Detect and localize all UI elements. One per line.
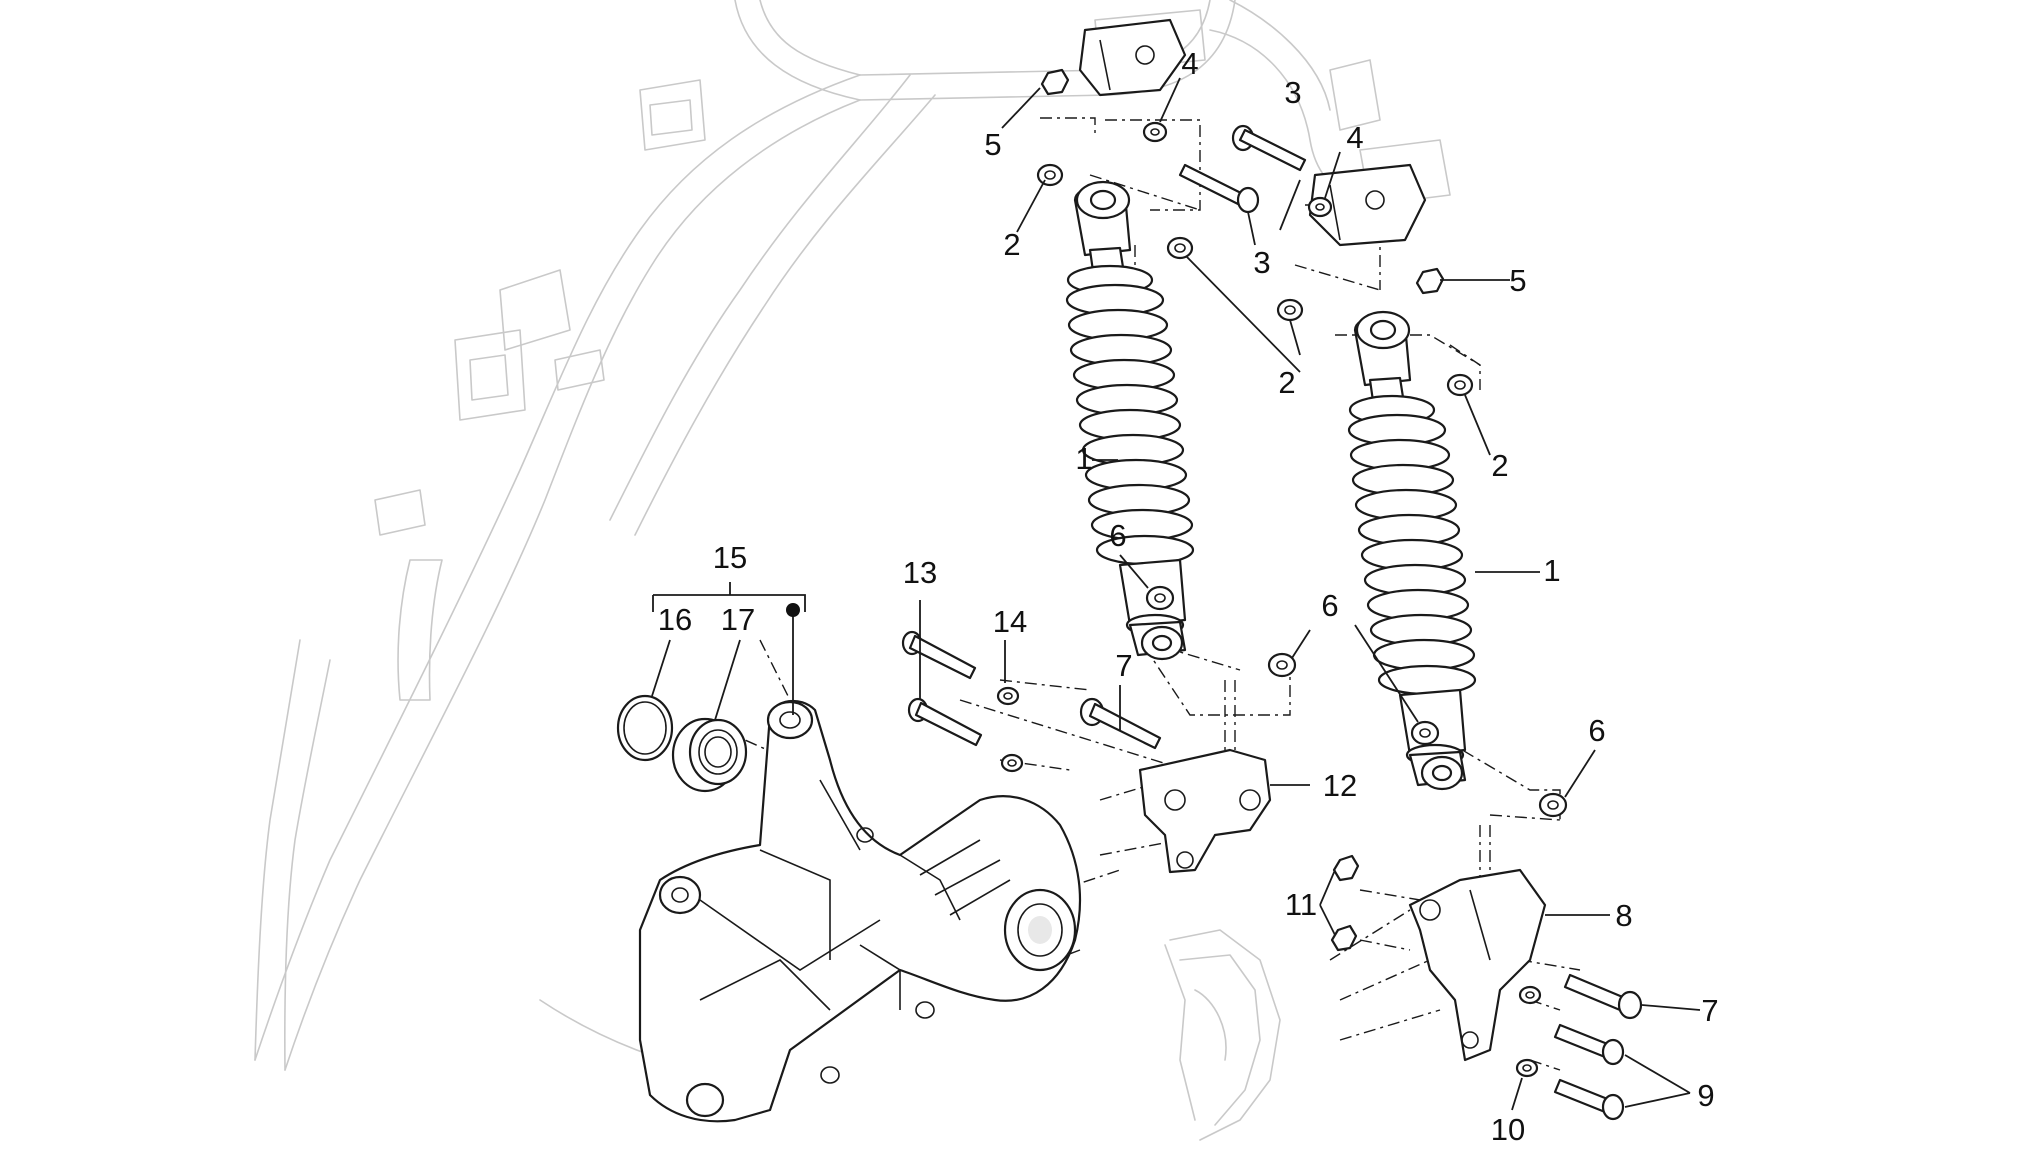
bolt-13-b bbox=[907, 697, 983, 747]
bolt-9-a bbox=[1553, 1023, 1625, 1066]
callout-5-top: 5 bbox=[984, 127, 1001, 162]
hardware bbox=[901, 68, 1643, 1121]
bolt-7-a bbox=[1079, 697, 1162, 750]
callout-14: 14 bbox=[993, 604, 1027, 639]
bushing-2-a bbox=[1036, 163, 1064, 187]
washer-14-a bbox=[996, 686, 1020, 706]
callout-1-left: 1 bbox=[1075, 441, 1092, 476]
callout-2-b: 2 bbox=[1278, 365, 1295, 400]
bushing-2-c bbox=[1276, 298, 1304, 322]
callout-labels: 1 1 2 2 2 2 3 3 4 4 5 5 6 6 6 6 7 7 8 9 … bbox=[658, 46, 1719, 1147]
washer-10-a bbox=[1518, 985, 1542, 1005]
bushing-6-b bbox=[1267, 652, 1297, 678]
bolt-3-a bbox=[1178, 163, 1260, 214]
callout-11: 11 bbox=[1285, 887, 1317, 922]
callout-9: 9 bbox=[1697, 1078, 1714, 1113]
bushing-6-c bbox=[1410, 720, 1440, 746]
washer-4-b bbox=[1307, 196, 1333, 218]
washer-4-a bbox=[1142, 121, 1168, 143]
shock-absorber-left bbox=[1065, 180, 1195, 661]
circlip-16 bbox=[616, 694, 674, 762]
bolt-13-a bbox=[901, 630, 977, 680]
bolt-7-b bbox=[1563, 973, 1643, 1020]
callout-5-right: 5 bbox=[1509, 263, 1526, 298]
swing-arm-bracket-15 bbox=[638, 699, 1082, 1123]
bushing-2-b bbox=[1166, 236, 1194, 260]
spring-coils-left bbox=[1065, 283, 1195, 566]
callout-8: 8 bbox=[1615, 898, 1632, 933]
callout-2-d: 2 bbox=[1491, 448, 1508, 483]
shock-absorber-right bbox=[1347, 310, 1477, 791]
callout-17: 17 bbox=[721, 602, 755, 637]
bearing-17 bbox=[671, 717, 748, 793]
bolt-9-b bbox=[1553, 1078, 1625, 1121]
callout-16: 16 bbox=[658, 602, 692, 637]
bracket-8 bbox=[1408, 868, 1547, 1062]
spring-coils-right bbox=[1347, 413, 1477, 696]
bushing-6-a bbox=[1145, 585, 1175, 611]
nut-5-top bbox=[1040, 68, 1070, 96]
callout-13: 13 bbox=[903, 555, 937, 590]
callout-7-lower: 7 bbox=[1701, 993, 1718, 1028]
callout-6-d: 6 bbox=[1588, 713, 1605, 748]
callout-10: 10 bbox=[1491, 1112, 1525, 1147]
washer-10-b bbox=[1515, 1058, 1539, 1078]
callout-2-a: 2 bbox=[1003, 227, 1020, 262]
nut-5-right bbox=[1415, 267, 1445, 295]
frame-ghost bbox=[254, 0, 1451, 1141]
bushing-2-d bbox=[1446, 373, 1474, 397]
washer-14-b bbox=[1000, 753, 1024, 773]
nut-11-b bbox=[1330, 924, 1358, 952]
upper-mount-right bbox=[1308, 163, 1427, 247]
bushing-6-d bbox=[1538, 792, 1568, 818]
bolt-3-b bbox=[1231, 124, 1307, 172]
callout-4-right: 4 bbox=[1346, 120, 1363, 155]
callout-12: 12 bbox=[1323, 768, 1357, 803]
callout-6-a: 6 bbox=[1109, 518, 1126, 553]
upper-mount-left bbox=[1078, 18, 1187, 97]
callout-1-right: 1 bbox=[1543, 553, 1560, 588]
callout-15: 15 bbox=[713, 540, 747, 575]
callout-3-top: 3 bbox=[1284, 75, 1301, 110]
callout-4-left: 4 bbox=[1181, 46, 1198, 81]
callout-7-upper: 7 bbox=[1115, 648, 1132, 683]
bullet-dot-icon bbox=[786, 603, 800, 617]
callout-3-bottom: 3 bbox=[1253, 245, 1270, 280]
leader-lines bbox=[651, 77, 1701, 1111]
bracket-12 bbox=[1138, 748, 1272, 874]
callout-6-b: 6 bbox=[1321, 588, 1338, 623]
nut-11-a bbox=[1332, 854, 1360, 882]
